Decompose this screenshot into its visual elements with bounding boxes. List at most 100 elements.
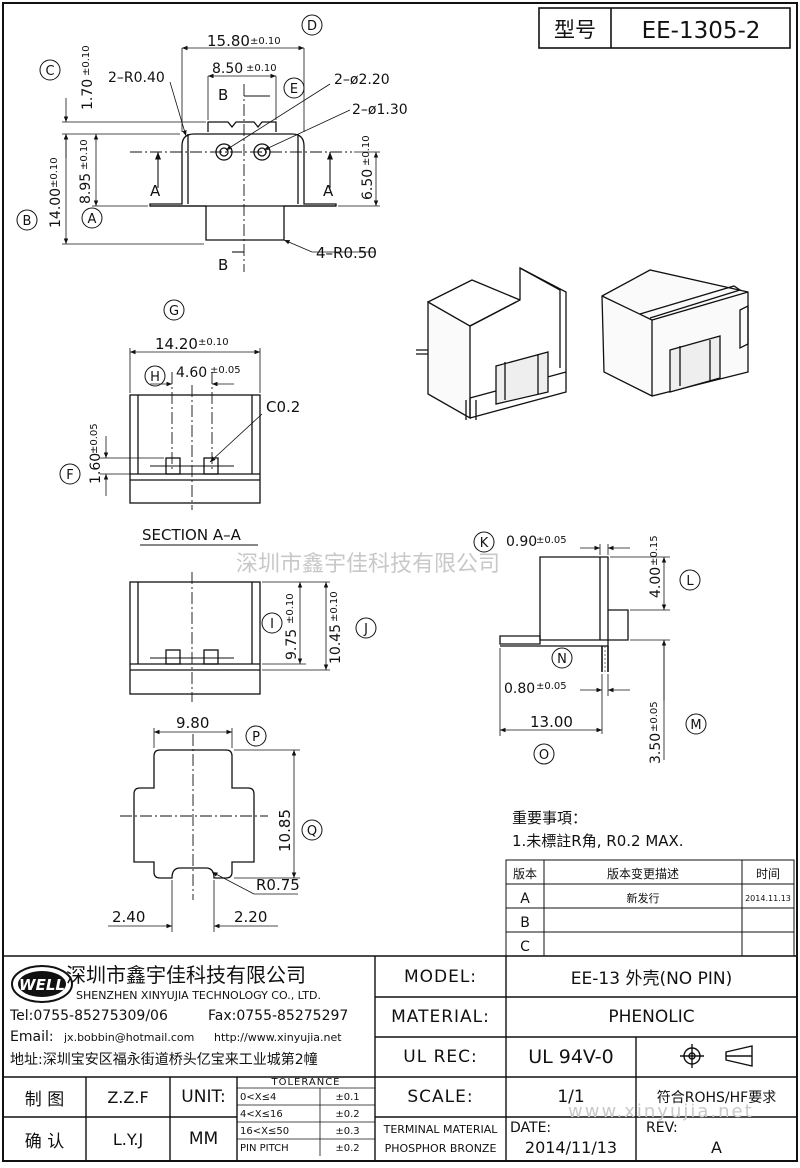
callout-d: D bbox=[301, 14, 323, 36]
bottom-view-text: 9.80 R0.75 2.40 2.20 10.85 bbox=[112, 714, 300, 926]
tolerance-title: TOLERANCE bbox=[271, 1077, 341, 1088]
callout-f: F bbox=[59, 463, 81, 485]
svg-text:P: P bbox=[252, 730, 260, 745]
email-label: Email: bbox=[10, 1029, 54, 1045]
bot-dim-radius: R0.75 bbox=[256, 876, 300, 894]
rev-row-a-desc: 新发行 bbox=[627, 891, 660, 905]
rev-row-a: A bbox=[520, 891, 530, 907]
svg-text:F: F bbox=[66, 468, 73, 483]
side-dim-wall: 0.90 bbox=[506, 534, 537, 550]
callout-circles: C D E B A G H F I J K L N M O P Q bbox=[16, 14, 707, 841]
dim-tab-height-tol: ±0.10 bbox=[81, 45, 92, 76]
terminal-line2: PHOSPHOR BRONZE bbox=[384, 1141, 497, 1155]
scale-label: SCALE: bbox=[407, 1087, 474, 1107]
svg-text:I: I bbox=[270, 617, 274, 632]
sec-dim-width: 14.20 bbox=[155, 335, 198, 353]
top-view-text: 15.80 ±0.10 8.50 ±0.10 2–R0.40 2–ø2.20 2… bbox=[48, 32, 408, 274]
svg-text:G: G bbox=[169, 304, 179, 319]
tol-range-1: 0<X≤4 bbox=[240, 1091, 277, 1103]
svg-text:J: J bbox=[363, 622, 368, 637]
front-view-text: 9.75 ±0.10 10.45 ±0.10 bbox=[284, 591, 344, 664]
notes-heading: 重要事項： bbox=[512, 809, 587, 827]
front-view bbox=[129, 572, 330, 702]
drawn-by: Z.Z.F bbox=[107, 1087, 149, 1107]
svg-text:D: D bbox=[307, 19, 317, 34]
svg-text:H: H bbox=[150, 370, 160, 385]
bot-dim-right: 2.20 bbox=[234, 908, 267, 926]
svg-text:Q: Q bbox=[307, 824, 317, 839]
front-dim-inner: 9.75 bbox=[284, 629, 300, 660]
note-r050: 4–R0.50 bbox=[316, 244, 377, 262]
section-b-top: B bbox=[218, 86, 228, 104]
callout-b: B bbox=[16, 209, 38, 231]
callout-q: Q bbox=[301, 819, 323, 841]
drawn-label: 制 图 bbox=[24, 1089, 65, 1110]
iso-view-right bbox=[601, 269, 749, 397]
rohs-note: 符合ROHS/HF要求 bbox=[656, 1090, 777, 1106]
callout-h: H bbox=[144, 365, 166, 387]
tol-value-4: ±0.2 bbox=[335, 1142, 360, 1154]
dim-total-height-tol: ±0.10 bbox=[49, 157, 60, 188]
company-address: 地址:深圳宝安区福永街道桥头亿宝来工业城第2幢 bbox=[10, 1052, 318, 1068]
callout-c: C bbox=[39, 59, 61, 81]
ul-symbols bbox=[680, 1044, 753, 1068]
rev-header-version: 版本 bbox=[513, 867, 537, 881]
checked-by: L.Y.J bbox=[112, 1129, 144, 1149]
company-website: http://www.xinyujia.net bbox=[214, 1030, 342, 1044]
sec-dim-slot: 4.60 bbox=[176, 365, 207, 381]
callout-o: O bbox=[533, 743, 555, 765]
bot-dim-left: 2.40 bbox=[112, 908, 145, 926]
tol-range-2: 4<X≤16 bbox=[240, 1108, 283, 1120]
company-name-cn: 深圳市鑫宇佳科技有限公司 bbox=[66, 962, 306, 987]
svg-text:L: L bbox=[686, 574, 694, 589]
side-dim-base-tol: ±0.05 bbox=[536, 681, 567, 692]
svg-text:N: N bbox=[557, 652, 567, 667]
section-title: SECTION A–A bbox=[142, 526, 242, 544]
section-b-bottom: B bbox=[218, 256, 228, 274]
tol-value-3: ±0.3 bbox=[335, 1125, 360, 1137]
ulrec-value: UL 94V-0 bbox=[528, 1046, 614, 1068]
scale-value: 1/1 bbox=[557, 1087, 585, 1107]
callout-a: A bbox=[81, 207, 103, 229]
note-d220: 2–ø2.20 bbox=[334, 72, 390, 88]
date-label: DATE: bbox=[510, 1120, 552, 1136]
tol-value-1: ±0.1 bbox=[335, 1091, 360, 1103]
logo-text: WELL bbox=[19, 976, 65, 994]
dim-width-main-tol: ±0.10 bbox=[250, 36, 281, 47]
top-view bbox=[62, 45, 380, 272]
front-dim-outer-tol: ±0.10 bbox=[329, 591, 340, 622]
dim-width-main: 15.80 bbox=[207, 32, 250, 50]
revision-table-text: 版本 版本变更描述 时间 A 新发行 2014.11.13 B C bbox=[513, 866, 791, 955]
company-name-en: SHENZHEN XINYUJIA TECHNOLOGY CO., LTD. bbox=[76, 988, 321, 1002]
chamfer-note: C0.2 bbox=[266, 398, 300, 416]
bottom-view bbox=[108, 728, 300, 932]
note-r040: 2–R0.40 bbox=[108, 70, 165, 86]
part-number-box: 型号 EE-1305-2 bbox=[538, 7, 791, 49]
rev-row-a-date: 2014.11.13 bbox=[745, 894, 791, 903]
note-d130: 2–ø1.30 bbox=[352, 102, 408, 118]
dim-tab-width-tol: ±0.10 bbox=[246, 63, 277, 74]
notes: 重要事項： 1.未標註R角, R0.2 MAX. bbox=[512, 809, 684, 850]
svg-text:O: O bbox=[539, 748, 549, 763]
iso-view-left bbox=[416, 266, 567, 420]
svg-text:B: B bbox=[23, 214, 32, 229]
type-label: 型号 bbox=[554, 18, 596, 42]
sec-dim-width-tol: ±0.10 bbox=[198, 337, 229, 348]
projection-symbol-icon bbox=[680, 1044, 704, 1068]
company-fax: Fax:0755-85275297 bbox=[208, 1008, 349, 1024]
model-label: MODEL: bbox=[403, 966, 478, 987]
side-view-text: 0.90 ±0.05 0.80 ±0.05 13.00 4.00 ±0.15 3… bbox=[504, 534, 664, 764]
tol-value-2: ±0.2 bbox=[335, 1108, 360, 1120]
svg-text:M: M bbox=[690, 718, 701, 733]
checked-label: 确 认 bbox=[24, 1131, 65, 1152]
rev-label: REV: bbox=[646, 1120, 678, 1136]
rev-row-c: C bbox=[520, 939, 530, 955]
bot-dim-height: 10.85 bbox=[276, 809, 294, 852]
watermark-company: 深圳市鑫宇佳科技有限公司 bbox=[236, 552, 501, 577]
callout-m: M bbox=[685, 713, 707, 735]
rev-row-b: B bbox=[520, 915, 530, 931]
section-a-a-text: 14.20 ±0.10 4.60 ±0.05 C0.2 SECTION A–A … bbox=[88, 335, 300, 544]
